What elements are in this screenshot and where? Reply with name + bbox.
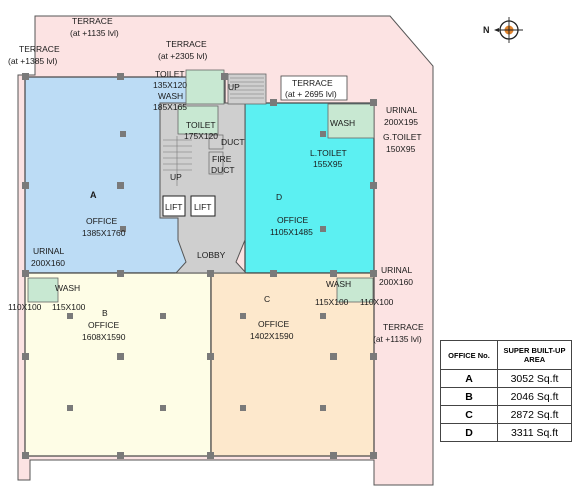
urinal-right-size: 200X195 <box>384 117 418 127</box>
g-toilet-size: 150X95 <box>386 144 416 154</box>
office-c-size: 1402X1590 <box>250 331 294 341</box>
fire-duct-box <box>208 151 224 175</box>
l-toilet-size: 155X95 <box>313 159 343 169</box>
office-a-size: 1385X1760 <box>82 228 126 238</box>
lift-1-label: LIFT <box>165 202 182 212</box>
wash-d-area <box>327 103 375 139</box>
wash-d-label: WASH <box>330 118 355 128</box>
lift-2-label: LIFT <box>194 202 211 212</box>
toilet-top-label: TOILET <box>155 69 185 79</box>
office-c-code: C <box>264 294 270 304</box>
terrace-left-level: (at +1385 lvl) <box>8 56 58 66</box>
area-table-header-office: OFFICE No. <box>440 340 498 370</box>
table-cell-office: D <box>440 423 498 442</box>
terrace-right-level: (at + 2695 lvl) <box>285 89 337 99</box>
terrace-left-label: TERRACE <box>19 44 60 54</box>
table-cell-office: C <box>440 405 498 424</box>
wash-c-size-a: 115X100 <box>315 297 349 307</box>
fire-duct-label-1: FIRE <box>212 154 232 164</box>
top-stair-area <box>227 73 267 105</box>
office-b-code: B <box>102 308 108 318</box>
table-row: C 2872 Sq.ft <box>440 405 572 424</box>
table-row: D 3311 Sq.ft <box>440 423 572 442</box>
wash-left-size-b: 115X100 <box>52 302 86 312</box>
table-cell-area: 3311 Sq.ft <box>497 423 572 442</box>
duct-box <box>208 134 224 150</box>
wash-c-label: WASH <box>326 279 351 289</box>
office-b-label: OFFICE <box>88 320 119 330</box>
terrace-br-level: (at +1135 lvl) <box>373 334 422 344</box>
urinal-right-label: URINAL <box>386 105 417 115</box>
toilet-core-size: 175X120 <box>184 131 218 141</box>
structural-columns <box>22 73 377 459</box>
terrace-mid-level: (at +2305 lvl) <box>158 51 208 61</box>
terrace-mid-label: TERRACE <box>166 39 207 49</box>
lift-1 <box>162 195 186 217</box>
table-row: A 3052 Sq.ft <box>440 369 572 388</box>
up-stair-top-label: UP <box>228 82 240 92</box>
toilet-core <box>177 105 219 135</box>
office-d-label: OFFICE <box>277 215 308 225</box>
lift-2 <box>190 195 216 217</box>
table-cell-area: 2046 Sq.ft <box>497 387 572 406</box>
table-cell-office: A <box>440 369 498 388</box>
urinal-left-label: URINAL <box>33 246 64 256</box>
g-toilet-label: G.TOILET <box>383 132 422 142</box>
office-b-area <box>24 272 212 457</box>
office-c-area <box>210 272 375 457</box>
wash-left-area <box>27 277 59 303</box>
table-row: B 2046 Sq.ft <box>440 387 572 406</box>
up-stair-core-label: UP <box>170 172 182 182</box>
wash-c-area <box>336 277 374 303</box>
compass-label: N <box>483 25 490 35</box>
office-d-code: D <box>276 192 282 202</box>
toilet-top-size: 135X120 <box>153 80 187 90</box>
terrace-right-label: TERRACE <box>292 78 333 88</box>
terrace-top-label: TERRACE <box>72 16 113 26</box>
table-cell-area: 3052 Sq.ft <box>497 369 572 388</box>
lobby-label: LOBBY <box>197 250 226 260</box>
urinal-c-label: URINAL <box>381 265 412 275</box>
terrace-br-label: TERRACE <box>383 322 424 332</box>
office-a-label: OFFICE <box>86 216 117 226</box>
terrace-top-level: (at +1135 lvl) <box>70 28 119 38</box>
urinal-c-size: 200X160 <box>379 277 413 287</box>
core-lobby-area <box>159 102 248 274</box>
table-cell-area: 2872 Sq.ft <box>497 405 572 424</box>
urinal-left-size: 200X160 <box>31 258 65 268</box>
wash-top-label: WASH <box>158 91 183 101</box>
toilet-core-label: TOILET <box>186 120 216 130</box>
toilet-wash-top <box>185 69 225 105</box>
office-c-label: OFFICE <box>258 319 289 329</box>
stair-treads <box>163 77 264 186</box>
fire-duct-label-2: DUCT <box>211 165 235 175</box>
office-b-size: 1608X1590 <box>82 332 126 342</box>
wash-left-size-a: 110X100 <box>8 302 42 312</box>
l-toilet-label: L.TOILET <box>310 148 347 158</box>
wash-left-label: WASH <box>55 283 80 293</box>
north-compass-icon <box>494 17 523 43</box>
table-cell-office: B <box>440 387 498 406</box>
wash-c-size-b: 110X100 <box>360 297 394 307</box>
office-a-code: A <box>90 190 97 200</box>
terrace-right-box <box>280 75 348 101</box>
area-table-header-row: OFFICE No. SUPER BUILT-UP AREA <box>440 340 572 370</box>
duct-label: DUCT <box>221 137 245 147</box>
office-d-size: 1105X1485 <box>270 227 313 237</box>
wash-top-size: 185X165 <box>153 102 187 112</box>
area-table-header-area: SUPER BUILT-UP AREA <box>497 340 572 370</box>
area-table: OFFICE No. SUPER BUILT-UP AREA A 3052 Sq… <box>440 340 572 442</box>
